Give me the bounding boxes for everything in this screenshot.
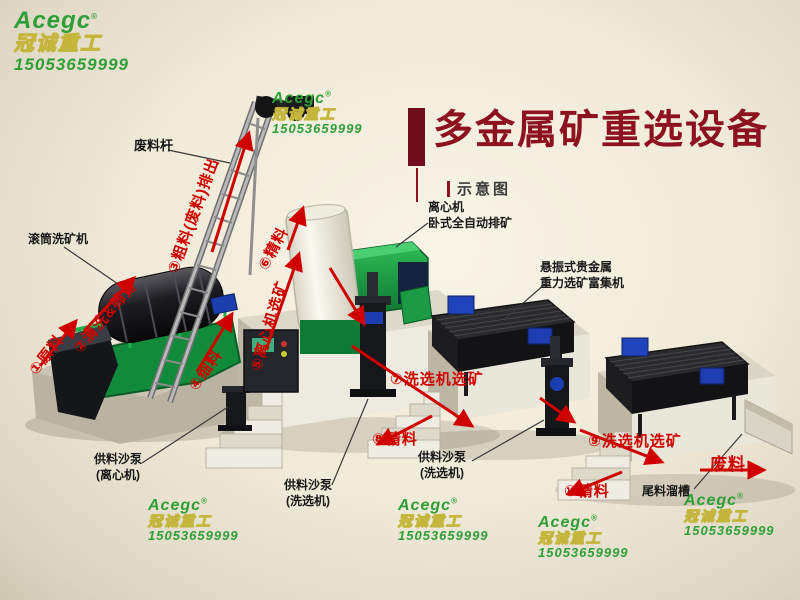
label-pump-washer-1-line1: 供料沙泵 xyxy=(284,478,333,492)
step-waste-output: 废料 xyxy=(710,455,746,474)
label-centrifuge-line2: 卧式全自动排矿 xyxy=(428,215,513,230)
label-tailings-chute: 尾料溜槽 xyxy=(642,484,691,498)
sand-pump-centrifuge xyxy=(218,386,252,431)
label-pump-washer-2: 供料沙泵 (洗选机) xyxy=(418,450,466,481)
label-pump-washer-1-line2: (洗选机) xyxy=(286,493,330,508)
concentrator-machine-2 xyxy=(604,337,750,438)
label-pump-centrifuge: 供料沙泵 (离心机) xyxy=(94,452,142,483)
subtitle: 示意图 xyxy=(447,178,511,199)
label-pump-washer-2-line1: 供料沙泵 xyxy=(418,450,467,464)
step-9-washer-selection: ⑨洗选机选矿 xyxy=(588,433,682,450)
label-drum-washer: 滚筒洗矿机 xyxy=(28,232,89,246)
label-concentrator-line1: 悬振式贵金属 xyxy=(540,260,613,274)
label-centrifuge: 离心机 卧式全自动排矿 xyxy=(428,200,512,231)
label-concentrator-line2: 重力选矿富集机 xyxy=(540,275,625,290)
tailings-chute-shape xyxy=(744,399,793,455)
label-centrifuge-line1: 离心机 xyxy=(428,200,465,214)
title-block: 多金属矿重选设备 xyxy=(408,104,769,166)
subtitle-accent-bar xyxy=(447,180,450,197)
label-pump-centrifuge-line2: (离心机) xyxy=(96,467,140,482)
label-leader-lines xyxy=(63,149,743,490)
centrifuge-machine xyxy=(243,204,433,393)
page-title: 多金属矿重选设备 xyxy=(433,108,769,152)
label-pump-centrifuge-line1: 供料沙泵 xyxy=(94,452,143,466)
step-7-washer-selection: ⑦洗选机选矿 xyxy=(390,371,484,388)
label-waste-rod: 废料杆 xyxy=(134,138,174,153)
title-accent-line xyxy=(416,168,418,202)
process-flow-arrows xyxy=(38,130,767,497)
title-accent-bar xyxy=(408,108,425,166)
subtitle-text: 示意图 xyxy=(457,181,512,198)
step-10-concentrate: ⑩精料 xyxy=(564,483,610,500)
label-concentrator: 悬振式贵金属 重力选矿富集机 xyxy=(540,260,624,291)
step-8-concentrate: ⑧精料 xyxy=(372,431,418,448)
label-pump-washer-1: 供料沙泵 (洗选机) xyxy=(284,478,332,509)
label-pump-washer-2-line2: (洗选机) xyxy=(420,465,464,480)
